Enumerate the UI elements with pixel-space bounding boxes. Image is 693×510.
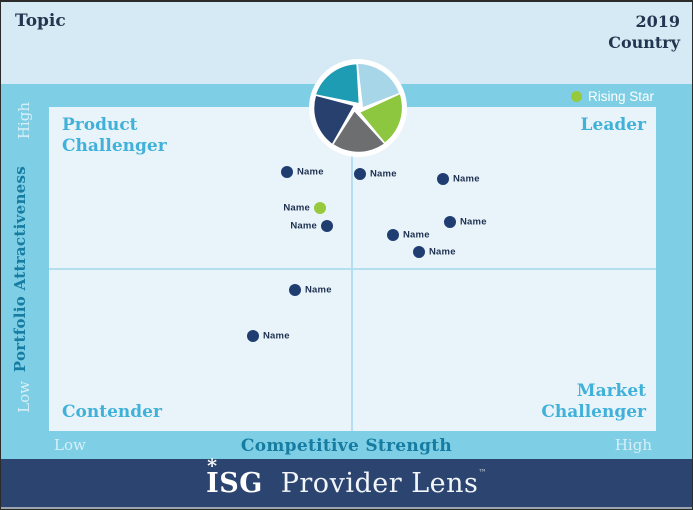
topic-title: Topic: [15, 11, 66, 31]
provider-dot: [289, 284, 301, 296]
data-point-label: Name: [370, 168, 397, 180]
logo-blade: [316, 64, 359, 103]
x-axis-low-label: Low: [54, 436, 86, 454]
logo-blade: [314, 96, 354, 144]
data-point-label: Name: [403, 229, 430, 241]
year-country-block: 2019 Country: [608, 11, 680, 53]
quadrant-leader: Leader: [580, 115, 646, 135]
isg-aperture-logo: [308, 58, 408, 158]
data-point-label: Name: [460, 216, 487, 228]
x-axis-high-label: High: [614, 436, 652, 454]
rising-star-legend: Rising Star: [570, 89, 654, 104]
country-label: Country: [608, 33, 680, 52]
provider-dot: [281, 166, 293, 178]
y-axis-high-label: High: [15, 102, 33, 140]
x-axis-title: Competitive Strength: [240, 436, 453, 456]
y-axis-title: Portfolio Attractiveness: [11, 166, 29, 373]
provider-dot: [413, 246, 425, 258]
data-point-label: Name: [305, 284, 332, 296]
quadrant-product-challenger: Product Challenger: [62, 115, 167, 156]
quadrant-panel: Product Challenger Leader Contender Mark…: [49, 107, 656, 431]
horizontal-divider: [49, 268, 656, 270]
quadrant-market-challenger: Market Challenger: [541, 381, 646, 422]
aperture-icon: [309, 59, 407, 157]
data-point-label: Name: [263, 330, 290, 342]
data-point-label: Name: [283, 202, 310, 214]
provider-dot: [354, 168, 366, 180]
provider-dot: [387, 229, 399, 241]
isg-star-icon: *: [207, 454, 218, 477]
logo-blade: [360, 94, 402, 143]
quadrant-contender: Contender: [62, 402, 162, 422]
year-label: 2019: [635, 12, 680, 31]
isg-wordmark: *ISG: [206, 455, 273, 499]
isg-provider-lens-wordmark: *ISG Provider Lens™: [206, 455, 487, 499]
rising-star-dot: [314, 202, 326, 214]
logo-blade: [333, 111, 384, 152]
bottom-edge: [1, 507, 692, 509]
rising-star-legend-label: Rising Star: [587, 89, 654, 104]
provider-dot: [247, 330, 259, 342]
provider-dot: [444, 216, 456, 228]
logo-blade: [358, 64, 399, 107]
y-axis-low-label: Low: [15, 381, 33, 413]
provider-dot: [321, 220, 333, 232]
data-point-label: Name: [297, 166, 324, 178]
rising-star-legend-icon: [570, 91, 582, 102]
isg-letters: ISG: [206, 467, 263, 499]
data-point-label: Name: [453, 173, 480, 185]
data-point-label: Name: [290, 220, 317, 232]
footer: *ISG Provider Lens™: [1, 455, 692, 507]
data-point-label: Name: [429, 246, 456, 258]
provider-lens-label: Provider Lens: [280, 467, 479, 499]
provider-dot: [437, 173, 449, 185]
trademark-symbol: ™: [478, 467, 487, 477]
